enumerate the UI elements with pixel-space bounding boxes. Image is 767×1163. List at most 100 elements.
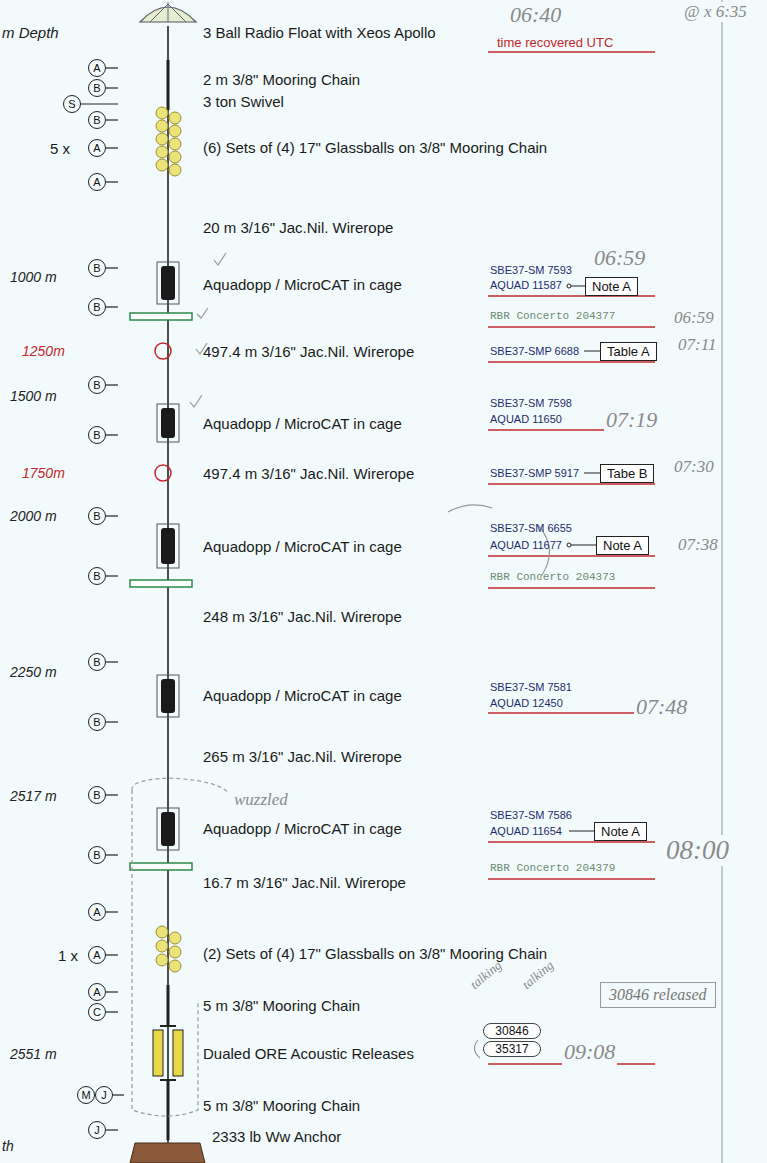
red-underline — [488, 51, 655, 53]
node-text: C — [93, 1006, 101, 1018]
instrument-cage — [161, 408, 175, 438]
glass-balls — [156, 107, 168, 119]
label-text: 497.4 m 3/16" Jac.Nil. Wirerope — [203, 465, 414, 482]
instrument-cage — [157, 262, 179, 304]
glass-balls — [156, 940, 168, 952]
release-id: 30846 — [483, 1023, 541, 1039]
label-text: 06:40 — [508, 2, 563, 28]
node-text: Table A — [607, 344, 650, 359]
node-text: B — [93, 82, 100, 94]
callout-letter: B — [88, 846, 106, 864]
node-text: B — [93, 429, 100, 441]
hand-note-box: 30846 released — [600, 982, 716, 1008]
label-text: RBR Concerto 204377 — [490, 310, 615, 322]
label-text: 3 ton Swivel — [203, 93, 284, 110]
label-text: m Depth — [2, 24, 59, 41]
callout-letter: B — [88, 426, 106, 444]
hand-marks — [474, 1040, 480, 1058]
label-text: 07:11 — [676, 335, 718, 355]
callout-letter: J — [88, 1121, 106, 1139]
callout-letter: B — [88, 786, 106, 804]
node-text: 30846 released — [609, 986, 707, 1003]
label-text: AQUAD 11587 — [490, 279, 562, 291]
label-text: AQUAD 11650 — [490, 413, 562, 425]
acoustic-release — [173, 1030, 183, 1076]
callout-tick — [106, 119, 118, 120]
callout-letter: A — [88, 946, 106, 964]
radio-float — [168, 4, 186, 22]
instrument-cage — [157, 404, 179, 442]
callout-letter: A — [88, 983, 106, 1001]
glass-balls — [156, 146, 168, 158]
callout-tick — [106, 267, 118, 268]
instrument-cage — [161, 266, 175, 300]
radio-float — [140, 2, 196, 22]
node-text: B — [93, 789, 100, 801]
callout-letter: A — [88, 59, 106, 77]
node-text: M — [81, 1089, 90, 1101]
callout-tick — [113, 1094, 124, 1095]
mooring-wire — [167, 60, 170, 110]
rbr-bar — [130, 313, 192, 320]
label-text: 1750m — [22, 465, 65, 481]
hand-marks — [190, 395, 202, 407]
callout-letter: B — [88, 507, 106, 525]
callout-tick — [81, 68, 124, 1130]
note-box: Note A — [596, 536, 649, 555]
callout-letter: J — [95, 1086, 113, 1104]
node-text: B — [93, 379, 100, 391]
callout-tick — [106, 181, 118, 182]
label-text: 5 m 3/8" Mooring Chain — [203, 997, 360, 1014]
callout-letter: B — [88, 298, 106, 316]
node-text: 30846 — [495, 1024, 528, 1038]
node-text: S — [68, 98, 75, 110]
page-border — [721, 0, 722, 1163]
label-text: SBE37-SM 7598 — [490, 397, 572, 409]
label-text: Aquadopp / MicroCAT in cage — [203, 276, 402, 293]
radio-float — [168, 2, 169, 22]
label-text: @ x 6:35 — [682, 2, 749, 22]
callout-tick — [106, 661, 118, 662]
hand-marks — [214, 253, 226, 265]
acoustic-release — [160, 1025, 176, 1027]
callout-tick — [106, 434, 118, 435]
label-text: 2333 lb Ww Anchor — [212, 1128, 341, 1145]
red-underline — [488, 326, 655, 328]
callout-letter: B — [88, 79, 106, 97]
glass-balls — [169, 125, 181, 137]
label-text: AQUAD 11677 — [490, 539, 562, 551]
callout-tick — [106, 1011, 118, 1012]
node-text: J — [101, 1089, 107, 1101]
node-text: 35317 — [495, 1042, 528, 1056]
callout-letter: B — [88, 376, 106, 394]
label-text: RBR Concerto 204373 — [490, 571, 615, 583]
hand-marks — [132, 253, 550, 1116]
glass-balls — [156, 107, 181, 972]
instrument-cage — [157, 524, 179, 568]
label-text: AQUAD 11654 — [490, 825, 562, 837]
label-text: talking — [519, 958, 557, 993]
glass-balls — [169, 138, 181, 150]
node-text: J — [94, 1124, 100, 1136]
label-text: time recovered UTC — [497, 35, 613, 50]
label-text: SBE37-SM 6655 — [490, 522, 572, 534]
glass-balls — [169, 164, 181, 176]
callout-letter: B — [88, 259, 106, 277]
note-leader — [569, 545, 596, 546]
node-text: B — [93, 716, 100, 728]
glass-balls — [169, 960, 181, 972]
label-text: 07:30 — [672, 457, 716, 477]
label-text: 06:59 — [592, 245, 647, 271]
anchor — [130, 1143, 205, 1163]
node-text: Tabe B — [607, 466, 647, 481]
instrument-cage — [157, 262, 179, 850]
anchor — [130, 1143, 205, 1163]
callout-letter: B — [88, 567, 106, 585]
hand-marks — [197, 308, 208, 318]
label-text: Aquadopp / MicroCAT in cage — [203, 820, 402, 837]
label-text: 5 x — [50, 140, 70, 157]
callout-tick — [106, 1129, 118, 1130]
label-text: SBE37-SMP 5917 — [490, 467, 579, 479]
callout-tick — [106, 147, 118, 148]
acoustic-release — [153, 1030, 163, 1076]
